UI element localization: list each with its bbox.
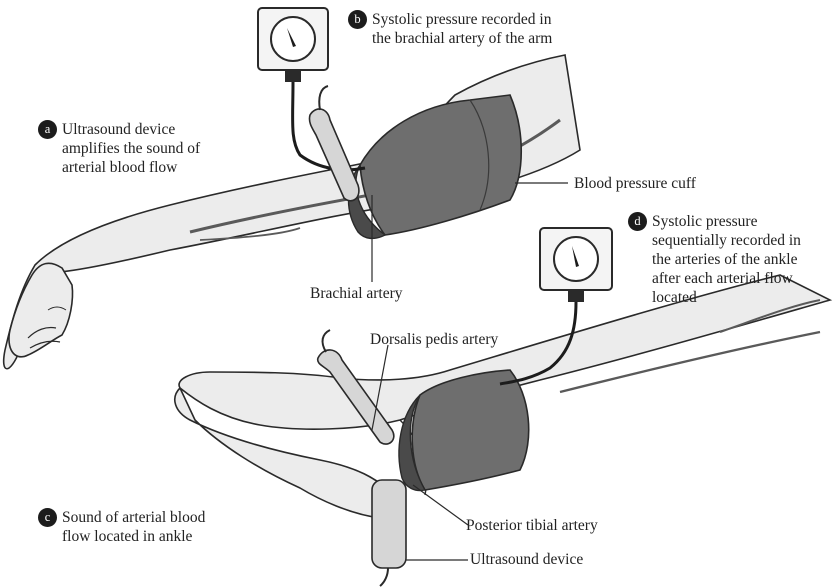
label-d-line-2: sequentially recorded in: [652, 231, 801, 250]
label-dorsalis-pedis-artery: Dorsalis pedis artery: [370, 330, 498, 349]
label-c: c Sound of arterial blood flow located i…: [38, 508, 205, 546]
label-brachial-artery: Brachial artery: [310, 284, 403, 303]
label-d-line-5: located: [652, 288, 801, 307]
label-blood-pressure-cuff: Blood pressure cuff: [574, 174, 696, 193]
label-a-line-3: arterial blood flow: [62, 158, 200, 177]
label-c-line-2: flow located in ankle: [62, 527, 205, 546]
label-a: a Ultrasound device amplifies the sound …: [38, 120, 200, 177]
badge-d: d: [628, 212, 647, 231]
label-d-line-4: after each arterial flow: [652, 269, 801, 288]
badge-b: b: [348, 10, 367, 29]
arm-cuff: [348, 95, 521, 238]
label-d-line-3: the arteries of the ankle: [652, 250, 801, 269]
label-b-line-2: the brachial artery of the arm: [372, 29, 552, 48]
label-ultrasound-device: Ultrasound device: [470, 550, 583, 569]
label-d: d Systolic pressure sequentially recorde…: [628, 212, 801, 307]
label-b-line-1: Systolic pressure recorded in: [372, 10, 552, 29]
label-c-line-1: Sound of arterial blood: [62, 508, 205, 527]
label-a-line-1: Ultrasound device: [62, 120, 200, 139]
label-b: b Systolic pressure recorded in the brac…: [348, 10, 552, 48]
label-posterior-tibial-artery: Posterior tibial artery: [466, 516, 598, 535]
badge-c: c: [38, 508, 57, 527]
label-a-line-2: amplifies the sound of: [62, 139, 200, 158]
badge-a: a: [38, 120, 57, 139]
ultrasound-probe-icon: [372, 480, 406, 586]
label-d-line-1: Systolic pressure: [652, 212, 801, 231]
